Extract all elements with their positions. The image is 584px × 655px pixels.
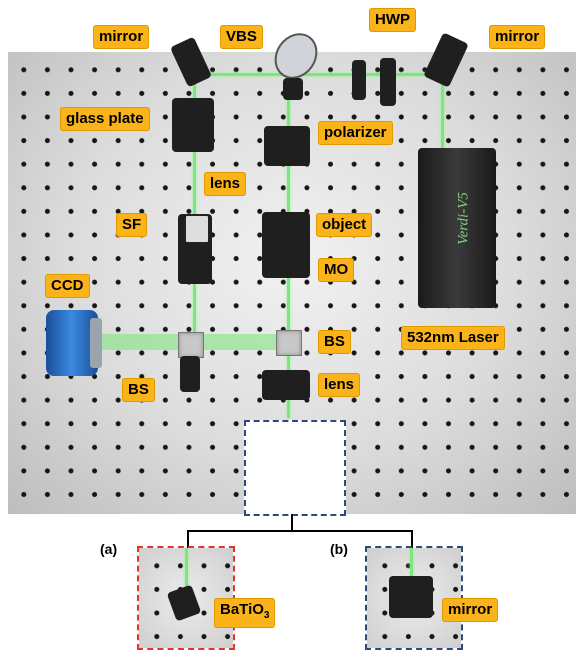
label-polarizer: polarizer (318, 121, 393, 145)
connector-vertical (291, 514, 293, 531)
label-vbs: VBS (220, 25, 263, 49)
beam-splitter-left (178, 332, 204, 358)
bs-left-mount (180, 356, 200, 392)
label-lens-bottom: lens (318, 373, 360, 397)
hwp-mount-2 (380, 58, 396, 106)
beam-splitter-right (276, 330, 302, 356)
label-sf: SF (116, 213, 147, 237)
label-glass-plate: glass plate (60, 107, 150, 131)
sample-placeholder-box (244, 420, 346, 516)
label-lens-top: lens (204, 172, 246, 196)
object-mount (262, 212, 310, 278)
connector-horizontal (187, 530, 413, 532)
polarizer-mount (264, 126, 310, 166)
label-object: object (316, 213, 372, 237)
sf-objective (184, 214, 210, 244)
label-mo: MO (318, 258, 354, 282)
label-batio3-sub: 3 (264, 610, 270, 621)
beam-top-horizontal (194, 73, 444, 76)
ccd-face (90, 318, 102, 368)
vbs-mount (283, 78, 303, 100)
label-laser: 532nm Laser (401, 326, 505, 350)
label-bs-right: BS (318, 330, 351, 354)
label-mirror-sub: mirror (442, 598, 498, 622)
lens-bottom-mount (262, 370, 310, 400)
glass-plate-mount (172, 98, 214, 152)
label-hwp: HWP (369, 8, 416, 32)
label-mirror-left: mirror (93, 25, 149, 49)
label-mirror-right: mirror (489, 25, 545, 49)
label-batio3: BaTiO3 (214, 598, 275, 628)
label-ccd: CCD (45, 274, 90, 298)
subpanel-b-tag: (b) (330, 541, 348, 557)
label-batio3-main: BaTiO (220, 601, 264, 618)
hwp-mount-1 (352, 60, 366, 100)
label-bs-left: BS (122, 378, 155, 402)
subpanel-a-tag: (a) (100, 541, 117, 557)
laser-brand-text: Verdi-V5 (456, 159, 473, 279)
